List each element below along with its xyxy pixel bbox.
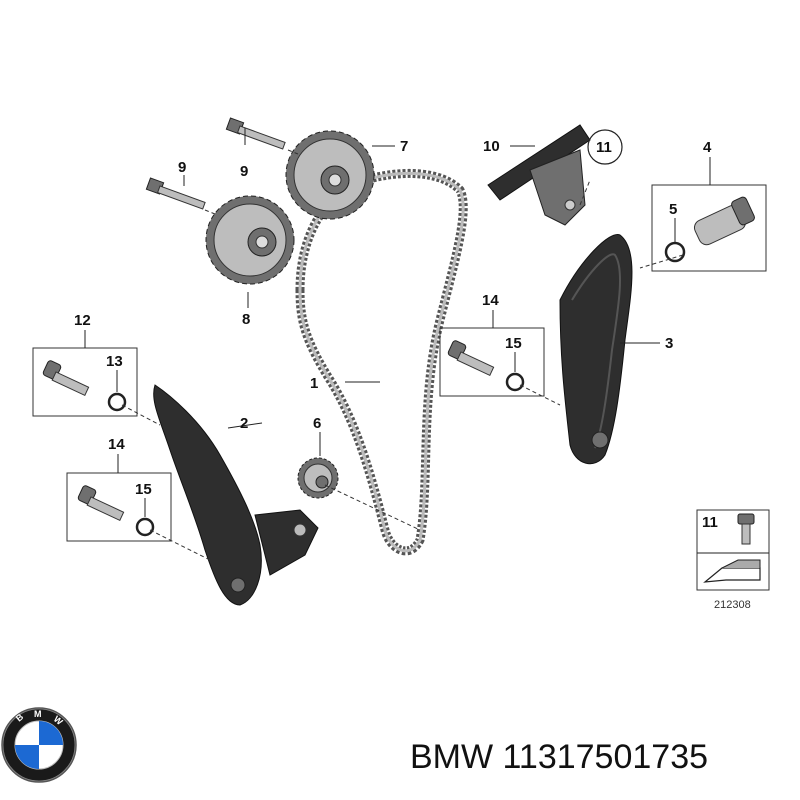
bearing-pin-12 [42,360,90,397]
callout-5: 5 [669,201,677,218]
callout-14-left: 14 [108,436,125,453]
bolt-9-lower [145,177,206,210]
screw-icon [737,513,755,545]
seal-ring-5 [664,241,686,263]
callout-8: 8 [242,311,250,328]
callout-1: 1 [310,375,318,392]
callout-9-upper: 9 [240,163,248,180]
callout-7: 7 [400,138,408,155]
callout-15-right: 15 [505,335,522,352]
callout-13: 13 [106,353,123,370]
callout-2: 2 [240,415,248,432]
pin-box-14-right [439,327,545,397]
callout-4: 4 [703,139,712,156]
arrow-icon [703,559,761,583]
camshaft-sprocket-intake [205,195,295,285]
callout-11-legend: 11 [702,514,718,531]
guide-rail-left [153,384,319,606]
pin-box-14-left [66,472,172,542]
seal-ring-15-left [135,517,155,537]
bearing-pin-14-right [447,340,495,377]
callout-12: 12 [74,312,91,329]
svg-text:B: B [14,711,26,723]
callout-3: 3 [665,335,673,352]
seal-ring-13 [107,392,127,412]
callout-9-lower: 9 [178,159,186,176]
chain-tensioner [693,196,755,246]
tensioner-rail [559,234,633,465]
camshaft-sprocket-exhaust [285,130,375,220]
bearing-pin-14-left [77,485,125,522]
bolt-9-upper [225,117,286,150]
callout-10: 10 [483,138,500,155]
callout-6: 6 [313,415,321,432]
part-number-label: BMW 11317501735 [410,738,709,776]
tensioner-box [651,184,767,272]
callout-11-circle [587,129,623,165]
reference-number: 212308 [714,599,751,611]
callout-11: 11 [596,139,612,156]
callout-15-left: 15 [135,481,152,498]
seal-ring-15-right [505,372,525,392]
bmw-logo: B M W [1,707,77,783]
svg-text:M: M [34,709,42,719]
callout-14-right: 14 [482,292,499,309]
crankshaft-sprocket [297,457,339,499]
reference-box: 11 212308 [696,509,770,611]
guide-rail-top [487,124,591,226]
